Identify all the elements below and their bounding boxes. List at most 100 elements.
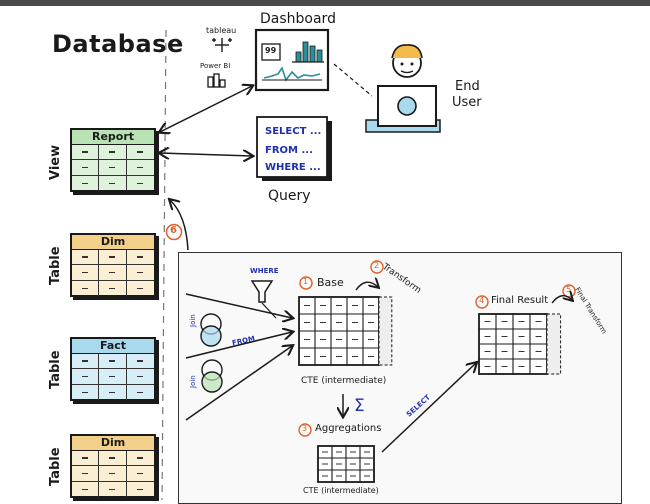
left-table-1: Dim <box>70 233 156 297</box>
table-cell <box>99 384 127 400</box>
cell-mark <box>82 151 89 153</box>
cell-mark <box>82 391 89 394</box>
left-table-body <box>72 354 154 400</box>
join-label-1: Join <box>189 314 197 327</box>
table-cell <box>126 369 154 385</box>
table-cell <box>126 250 154 266</box>
step2-circle <box>370 260 384 274</box>
table-cell <box>127 385 154 400</box>
tableau-label: tableau <box>206 26 237 35</box>
cell-mark <box>82 166 89 169</box>
cell-mark <box>109 287 116 290</box>
left-table-2: Fact <box>70 337 156 401</box>
table-cell <box>126 145 154 161</box>
table-cell <box>72 354 100 370</box>
table-cell <box>72 175 100 191</box>
cell-mark <box>82 182 89 185</box>
table-cell <box>126 265 154 281</box>
dashboard-title: Dashboard <box>260 11 336 27</box>
cell-mark <box>137 391 144 394</box>
table-cell <box>99 175 127 191</box>
where-label: WHERE <box>250 267 279 275</box>
cell-mark <box>109 166 116 169</box>
view-dashboard-arrow <box>160 86 252 132</box>
table-cell <box>99 481 127 497</box>
end-user-label-1: End <box>455 79 480 94</box>
left-table-0: Report <box>70 128 156 192</box>
cte-caption-2: CTE (intermediate) <box>303 486 379 495</box>
top-bar <box>0 0 650 6</box>
step4-number: 4 <box>479 296 485 305</box>
cte-caption-1: CTE (intermediate) <box>301 376 387 386</box>
cell-mark <box>137 488 144 491</box>
step6-circle <box>165 223 183 241</box>
cell-mark <box>82 472 89 475</box>
table-cell <box>99 280 127 296</box>
final-transform-arrow <box>551 296 572 304</box>
final-table-grid <box>478 313 562 375</box>
step6-arrow <box>170 200 189 250</box>
new-column-dashed <box>546 313 562 375</box>
sigma-icon: Σ <box>354 396 365 416</box>
cell-mark <box>137 271 144 274</box>
cell-mark <box>137 256 144 258</box>
top-diagram <box>0 28 441 250</box>
cell-mark <box>82 488 89 491</box>
query-box <box>256 116 332 181</box>
end-user-figure <box>365 44 441 133</box>
cell-mark <box>137 182 144 185</box>
cell-mark <box>137 375 144 378</box>
view-query-arrow <box>160 153 252 156</box>
table-cell <box>127 281 154 296</box>
where-funnel-icon <box>250 280 274 303</box>
cell-mark <box>137 166 144 169</box>
table-cell <box>99 369 127 385</box>
dashboard-card-number: 99 <box>265 46 277 55</box>
table-cell <box>126 466 154 482</box>
step4-circle <box>475 295 489 309</box>
table-cell <box>99 451 127 467</box>
table-cell <box>72 250 100 266</box>
left-table-body <box>72 145 154 191</box>
table-cell <box>72 280 100 296</box>
step5-number: 5 <box>566 285 572 294</box>
step3-circle <box>298 423 312 437</box>
table-cell <box>99 466 127 482</box>
aggregation-table-grid <box>317 445 375 483</box>
query-caption: Query <box>268 188 311 204</box>
dashboard-user-link <box>333 63 373 97</box>
page-title: Database <box>52 30 184 58</box>
agg-final-arrow <box>381 363 476 453</box>
left-table-header: Report <box>72 130 154 145</box>
cell-mark <box>137 287 144 290</box>
table-cell <box>126 451 154 467</box>
step2-number: 2 <box>374 261 380 270</box>
table-cell <box>99 145 127 161</box>
step4-label: Final Result <box>491 295 549 306</box>
table-cell <box>126 160 154 176</box>
cell-mark <box>82 287 89 290</box>
step1-number: 1 <box>303 277 309 286</box>
join-label-2: Join <box>189 375 197 388</box>
table-cell <box>126 354 154 370</box>
funnel-link <box>261 302 277 319</box>
new-column-dashed <box>378 296 393 366</box>
table-cell <box>99 265 127 281</box>
cell-mark <box>109 151 116 153</box>
cell-mark <box>82 375 89 378</box>
left-table-3: Dim <box>70 434 156 498</box>
table-cell <box>127 176 154 191</box>
step1-circle <box>299 276 313 290</box>
cell-mark <box>137 151 144 153</box>
cell-mark <box>109 375 116 378</box>
cell-mark <box>82 457 89 459</box>
table-cell <box>72 481 100 497</box>
cell-mark <box>82 360 89 362</box>
left-table-body <box>72 451 154 497</box>
dim-base-arrow <box>185 293 292 318</box>
end-user-label-2: User <box>452 95 482 110</box>
dashboard-panel <box>254 28 330 92</box>
cell-mark <box>109 457 116 459</box>
table-cell <box>72 265 100 281</box>
